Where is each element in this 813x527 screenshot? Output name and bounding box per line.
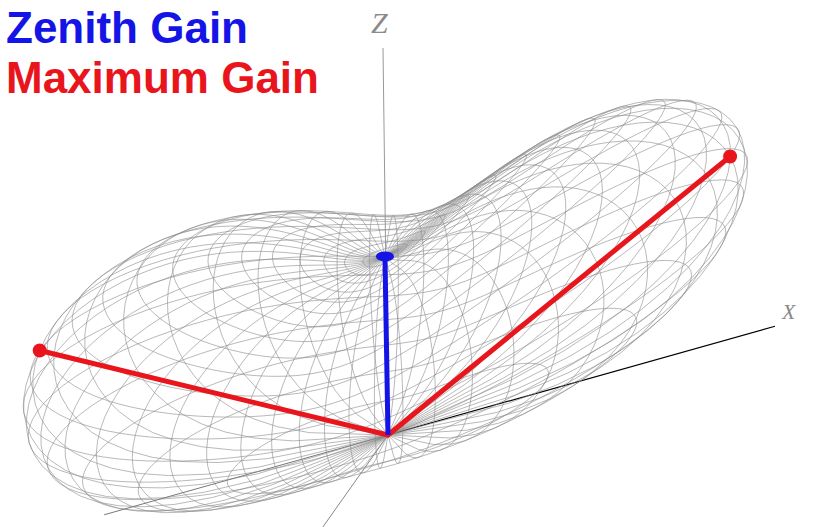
maximum-gain-ray — [388, 156, 730, 435]
mesh-meridian — [299, 256, 388, 482]
maximum-gain-ray — [40, 350, 388, 435]
mesh-parallel — [28, 180, 744, 482]
axes — [104, 48, 775, 527]
gain-rays — [33, 149, 737, 435]
mesh-meridian — [54, 234, 388, 462]
mesh-meridian — [385, 99, 730, 435]
mesh-meridian — [207, 256, 388, 501]
mesh-meridian — [124, 219, 388, 441]
mesh-meridian — [24, 251, 388, 488]
mesh-meridian — [41, 256, 388, 506]
mesh-parallel — [23, 149, 747, 462]
legend-text: Maximum Gain — [6, 54, 319, 102]
maximum-gain-dot — [33, 343, 47, 357]
wireframe-mesh — [23, 99, 747, 512]
mesh-meridian — [258, 211, 388, 435]
label-holder: Zenith Gain — [6, 4, 248, 52]
axis-label: X — [782, 300, 795, 324]
zenith-gain-dot — [376, 251, 394, 261]
mesh-meridian — [167, 214, 388, 435]
legend-text: Zenith Gain — [6, 4, 248, 52]
label-holder: Maximum Gain — [6, 54, 319, 102]
label-holder: X — [782, 300, 795, 324]
mesh-parallel — [30, 125, 739, 439]
zenith-gain-ray — [385, 256, 388, 435]
mesh-meridian — [385, 232, 558, 438]
mesh-parallel — [47, 218, 726, 500]
mesh-meridian — [385, 105, 706, 435]
axis-label: Z — [371, 6, 388, 39]
maximum-gain-dot — [723, 149, 737, 163]
label-holder: Z — [371, 6, 388, 39]
mesh-meridian — [385, 122, 738, 435]
mesh-meridian — [385, 115, 675, 435]
mesh-meridian — [385, 165, 566, 435]
